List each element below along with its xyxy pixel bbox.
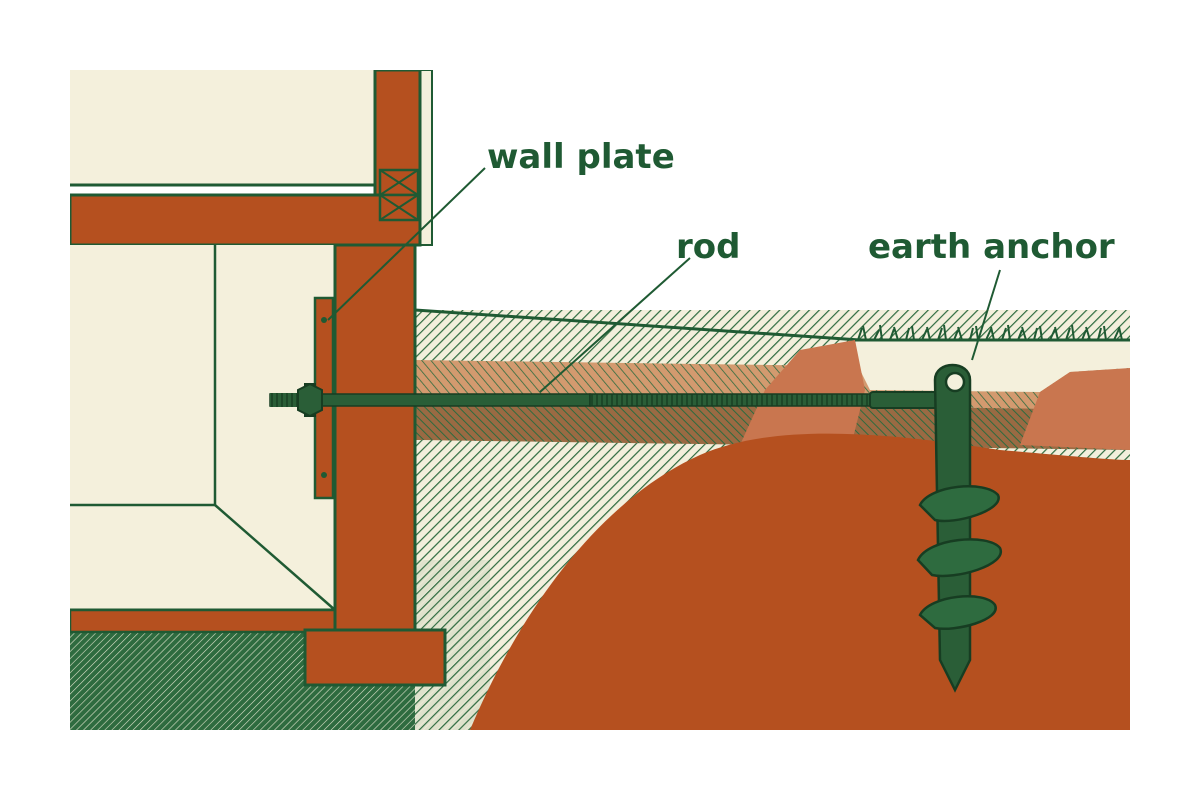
label-wall-plate: wall plate [487, 137, 675, 177]
house-upper-wall [70, 70, 433, 246]
floor-slab [70, 608, 337, 634]
sill-block [378, 168, 420, 222]
basement-interior [70, 245, 336, 612]
label-rod: rod [676, 227, 740, 267]
earth-anchor [916, 363, 1002, 693]
foundation-wall [333, 243, 417, 637]
grass-tufts [855, 324, 1130, 342]
leader-lines [327, 167, 1001, 393]
floor-joist [70, 193, 422, 247]
excavation-trench [855, 340, 1130, 392]
ground-surface-slope [415, 310, 860, 360]
rod-nut [297, 382, 323, 418]
label-earth-anchor: earth anchor [868, 227, 1115, 267]
trench-wall-right [1020, 368, 1130, 450]
rod [269, 391, 951, 409]
footing [303, 628, 447, 687]
